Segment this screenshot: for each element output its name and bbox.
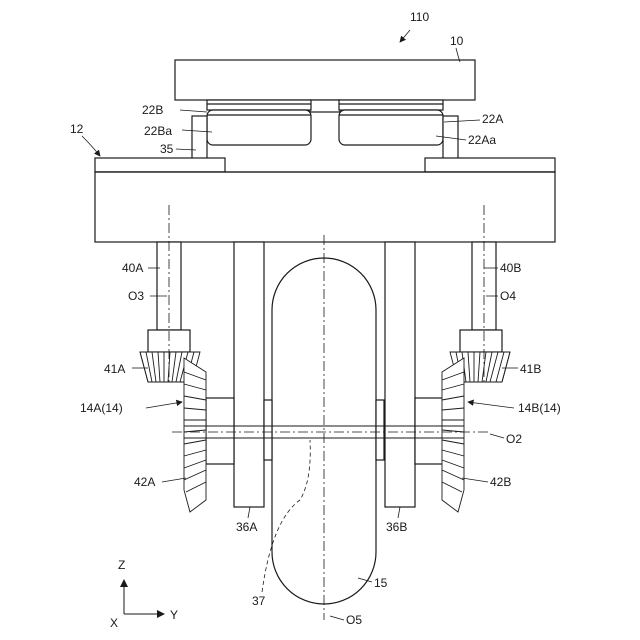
leader-42B [462,478,488,482]
hub-14A [206,398,234,464]
label-40A: 40A [122,261,143,275]
label-O2: O2 [506,432,522,446]
label-12: 12 [70,122,83,136]
frame-12 [95,158,555,242]
crown-gear-42A [184,358,206,512]
label-O3: O3 [128,289,144,303]
unit-22B [207,100,311,145]
label-14A: 14A(14) [80,401,123,415]
label-14B: 14B(14) [518,401,561,415]
unit-connector [310,100,340,112]
leader-42A [162,478,186,482]
label-40B: 40B [500,261,521,275]
leader-110 [400,30,410,42]
crown-gear-42B [442,358,464,512]
label-41A: 41A [104,362,125,376]
axis-label-y: Y [170,608,178,622]
label-22Aa: 22Aa [468,133,496,147]
axle-boss-right [376,400,384,460]
label-37: 37 [252,594,265,608]
leader-14A [146,402,182,408]
leader-36A [248,507,250,518]
label-22Ba: 22Ba [144,124,172,138]
label-O5: O5 [346,613,362,627]
label-41B: 41B [520,362,541,376]
label-36B: 36B [386,520,407,534]
base-plate-10 [175,60,475,100]
label-42B: 42B [490,475,511,489]
label-22B: 22B [142,103,163,117]
label-15: 15 [374,576,387,590]
label-10: 10 [450,34,463,48]
leader-14B [468,402,514,408]
hub-14B [415,398,443,464]
arm-36B [385,242,415,507]
arm-36A [234,242,264,507]
leader-O2 [490,434,504,438]
axis-label-z: Z [118,558,125,572]
leader-O5 [330,616,344,620]
coordinate-axes [124,580,164,614]
label-42A: 42A [134,475,155,489]
leader-12 [82,136,100,156]
leader-22B [180,110,207,112]
label-110: 110 [410,10,429,24]
label-O4: O4 [500,289,516,303]
label-35: 35 [160,142,173,156]
label-22A: 22A [482,112,503,126]
leader-36B [398,507,400,518]
axis-label-x: X [110,616,118,630]
hub-41B [460,330,502,352]
post-35-left [192,116,207,160]
unit-22A [339,100,443,145]
label-36A: 36A [236,520,257,534]
axle-boss-left [264,400,272,460]
